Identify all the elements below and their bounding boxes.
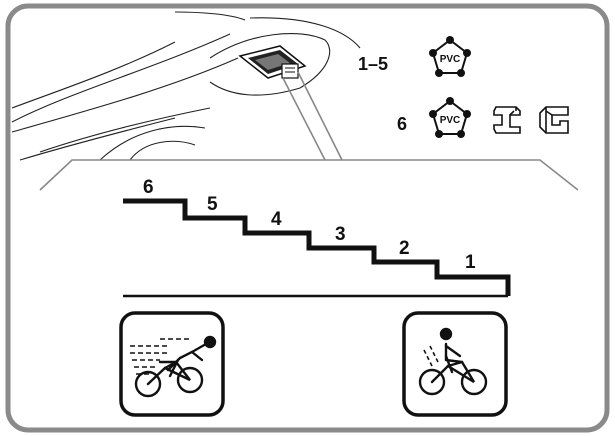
c-channel-profile-icon <box>539 106 569 134</box>
step-label-6: 6 <box>143 177 154 198</box>
outer-frame <box>5 3 610 433</box>
pvc-badge-text: PVC <box>440 54 461 65</box>
legend-range-1-5: 1–5 <box>358 54 388 74</box>
pvc-badge-icon: PVC <box>429 36 471 77</box>
legend-row-2: 6 PVC <box>397 97 569 138</box>
step-label-2: 2 <box>399 238 410 259</box>
step-label-4: 4 <box>271 209 282 230</box>
fast-cyclist-icon <box>119 311 225 417</box>
step-label-5: 5 <box>207 194 218 215</box>
car-console-sketch <box>11 11 361 161</box>
legend-range-6: 6 <box>397 114 407 134</box>
pvc-badge-icon: PVC <box>429 97 471 138</box>
drive-mode-selector-switch <box>238 45 307 79</box>
i-beam-profile-icon <box>493 106 521 134</box>
step-label-3: 3 <box>335 224 346 245</box>
legend-row-1: 1–5 PVC <box>358 36 471 77</box>
staircase: 6 5 4 3 2 1 <box>123 177 511 298</box>
slow-cyclist-icon <box>402 311 508 417</box>
callout-lines <box>39 71 579 191</box>
pvc-badge-text: PVC <box>440 115 461 126</box>
step-label-1: 1 <box>465 252 476 273</box>
